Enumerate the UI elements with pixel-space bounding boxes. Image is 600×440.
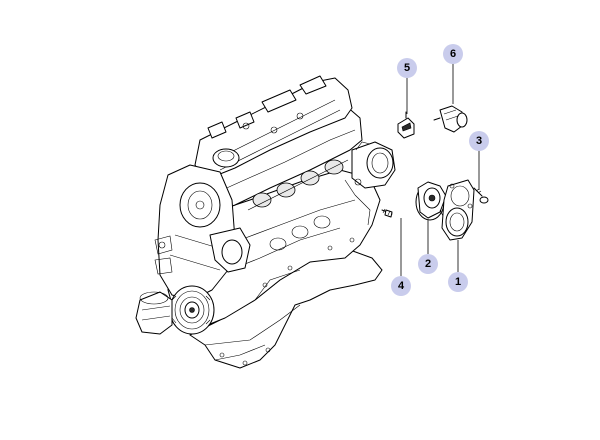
oil-filter (135, 291, 173, 335)
camshaft-sprocket (179, 182, 221, 228)
intake-ports (247, 159, 349, 211)
part-1-water-inlet (441, 179, 475, 241)
part-2-thermostat (415, 181, 447, 223)
callout-1-label: 1 (455, 276, 461, 288)
part-4-stud (381, 208, 393, 218)
callout-3: 3 (469, 131, 489, 151)
crankshaft-pulley (169, 285, 215, 335)
leader-lines (400, 64, 480, 276)
callout-3-label: 3 (476, 135, 482, 147)
callout-5-label: 5 (404, 62, 410, 74)
head-water-outlet (351, 141, 396, 189)
oil-filler-cap (212, 148, 240, 168)
part-3-bolt (473, 187, 489, 204)
callout-4-label: 4 (398, 280, 405, 292)
callout-1: 1 (448, 272, 468, 292)
callout-4: 4 (391, 276, 411, 296)
engine-assembly (135, 75, 396, 369)
part-6-pipe-fitting (433, 105, 468, 133)
callout-2: 2 (418, 254, 438, 274)
callout-6-label: 6 (450, 48, 456, 60)
part-5-temperature-sensor (397, 111, 415, 139)
callout-5: 5 (397, 58, 417, 78)
callout-2-label: 2 (425, 258, 431, 270)
callout-6: 6 (443, 44, 463, 64)
